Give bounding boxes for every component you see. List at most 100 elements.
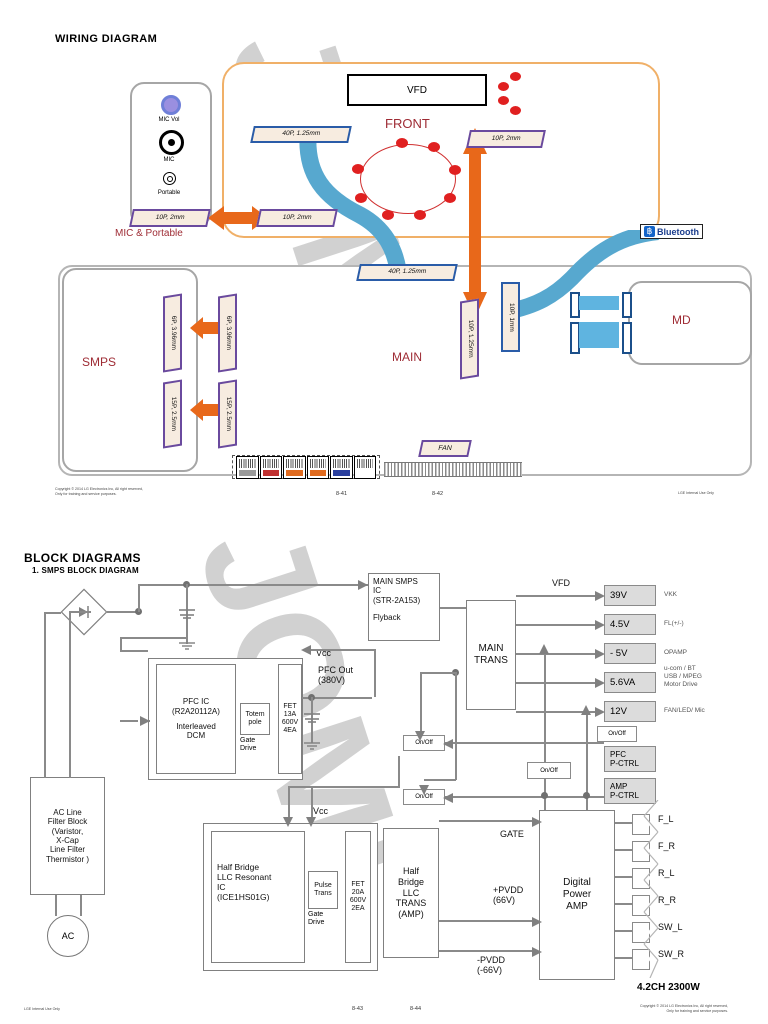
rail-voltage-1: 4.5V bbox=[604, 614, 656, 635]
rail-voltage-4: 12V bbox=[604, 701, 656, 722]
rail-wire-4 bbox=[516, 711, 598, 713]
ribbon-cable bbox=[384, 462, 522, 477]
block-internal-note: LGE Internal Use Only bbox=[24, 1007, 60, 1011]
md-label: MD bbox=[672, 313, 691, 327]
amp-l2: Power bbox=[562, 889, 592, 901]
relay-1 bbox=[236, 455, 259, 479]
pfc-pctrl-l1: PFC bbox=[610, 750, 626, 759]
llc-ic-l1: Half Bridge bbox=[217, 862, 260, 872]
connector-smps-6p-right[interactable]: 6P, 3.96mm bbox=[218, 293, 237, 373]
rail-arrow-1 bbox=[591, 618, 605, 630]
ac-line-l4: X-Cap bbox=[56, 836, 79, 845]
gnd-h-1 bbox=[120, 637, 186, 639]
feedback-line-2 bbox=[586, 711, 588, 823]
ac-line-l6: Thermistor ) bbox=[45, 854, 90, 864]
arrow-front-main bbox=[462, 128, 488, 318]
pfc-gate-l1: Gate bbox=[240, 737, 256, 744]
cable-front-to-main bbox=[290, 134, 420, 272]
connector-smps-15p-left[interactable]: 15P, 2.5mm bbox=[163, 379, 182, 449]
mic-jack[interactable] bbox=[159, 130, 184, 155]
ground-1 bbox=[178, 638, 196, 650]
llc-trans-l4: TRANS bbox=[395, 898, 427, 909]
llc-vcc-wire-1 bbox=[288, 786, 290, 818]
ac-line-l1: AC Line bbox=[53, 807, 82, 817]
ac-wire-left bbox=[55, 895, 57, 916]
llc-trans-l1: Half bbox=[402, 866, 419, 877]
onoff-box-4: On/Off bbox=[527, 762, 571, 779]
main-smps-l3: (STR-2A153) bbox=[373, 595, 421, 605]
relay-5 bbox=[330, 455, 353, 479]
pfc-fet-box: FET 13A 600V 4EA bbox=[278, 664, 302, 774]
ac-line-filter-block: AC Line Filter Block (Varistor, X-Cap Li… bbox=[30, 777, 105, 895]
pvdd-pos-wire bbox=[439, 920, 533, 922]
llc-vcc-label: Vcc bbox=[313, 806, 329, 816]
bridge-in-left-v2 bbox=[69, 612, 71, 778]
dc-bus-h bbox=[107, 611, 139, 613]
relay-4 bbox=[306, 455, 329, 479]
smpsic-to-trans bbox=[440, 607, 466, 609]
speaker-label-5: SW_R bbox=[658, 949, 685, 959]
gnd-h-2 bbox=[120, 650, 148, 652]
block-copyright-line1: Copyright © 2014 LG Electronics Inc, All… bbox=[640, 1004, 728, 1008]
amp-pctrl-box: AMP P-CTRL bbox=[604, 778, 656, 804]
connector-main-40p[interactable]: 40P, 1.25mm bbox=[356, 264, 458, 281]
bridge-in-left-v bbox=[44, 612, 46, 778]
pfc-ic-box: PFC IC (R2A20112A) Interleaved DCM bbox=[156, 664, 236, 774]
llc-pulse-trans: Pulse Trans bbox=[308, 871, 338, 909]
speaker-label-3: R_R bbox=[658, 895, 677, 905]
pfc-fet-l4: 4EA bbox=[283, 727, 297, 735]
onoff-feed-1 bbox=[420, 672, 422, 736]
wiring-diagram-title: WIRING DIAGRAM bbox=[55, 33, 158, 45]
main-trans-box: MAIN TRANS bbox=[466, 600, 516, 710]
block-diagrams-title: BLOCK DIAGRAMS bbox=[24, 551, 141, 565]
pfc-ctrl-arrow bbox=[443, 737, 457, 749]
smps-block-diagram-subtitle: 1. SMPS BLOCK DIAGRAM bbox=[32, 566, 139, 575]
pfc-ic-l1: PFC IC bbox=[182, 697, 210, 707]
wiring-page-left: 8-41 bbox=[336, 491, 348, 497]
arrow-mic-front bbox=[208, 205, 268, 231]
main-trans-l2: TRANS bbox=[474, 655, 508, 666]
gnd-v-1 bbox=[120, 637, 122, 651]
connector-fan[interactable]: FAN bbox=[418, 440, 472, 457]
connector-main-10p-1mm[interactable]: 10P, 1mm bbox=[501, 282, 520, 352]
pvdd-pos-arrow bbox=[528, 915, 542, 927]
llc-gate-l1: Gate bbox=[308, 911, 324, 918]
connector-front-40p[interactable]: 40P, 1.25mm bbox=[250, 126, 352, 143]
pfc-gate-l2: Drive bbox=[240, 745, 257, 753]
connector-smps-6p-left[interactable]: 6P, 3.96mm bbox=[163, 293, 182, 373]
amp-l1: Digital bbox=[563, 877, 591, 889]
speaker-5 bbox=[632, 947, 682, 971]
led-cluster-right bbox=[488, 70, 528, 118]
portable-jack[interactable] bbox=[163, 172, 176, 185]
rail-arrow-0 bbox=[591, 589, 605, 601]
connector-smps-15p-right[interactable]: 15P, 2.5mm bbox=[218, 379, 237, 449]
main-trans-l1: MAIN bbox=[478, 643, 504, 655]
pfc-out-l2: (380V) bbox=[318, 675, 346, 685]
rail-desc-3-l1: u-com / BT bbox=[664, 665, 696, 672]
llc-gate-l2: Drive bbox=[308, 919, 325, 927]
connector-front-10p[interactable]: 10P, 2mm bbox=[466, 130, 546, 148]
connector-mic-10p-left[interactable]: 10P, 2mm bbox=[129, 209, 211, 227]
llc-fet-l1: FET bbox=[351, 880, 365, 888]
connector-main-10p-125[interactable]: 10P, 1.25mm bbox=[460, 298, 479, 380]
bluetooth-icon: ฿ bbox=[644, 226, 655, 237]
pfc-out-label: PFC Out (380V) bbox=[318, 665, 353, 685]
llc-fet-l4: 2EA bbox=[351, 905, 365, 913]
rail-voltage-3: 5.6VA bbox=[604, 672, 656, 693]
ground-2 bbox=[303, 738, 321, 750]
llc-ic-l4: (ICE1HS01G) bbox=[217, 892, 270, 903]
mic-vol-knob[interactable] bbox=[161, 95, 181, 115]
rail-voltage-2: - 5V bbox=[604, 643, 656, 664]
rail-voltage-0: 39V bbox=[604, 585, 656, 606]
connector-mic-10p-right[interactable]: 10P, 2mm bbox=[256, 209, 338, 227]
vcc-wire-v bbox=[374, 649, 376, 697]
pfc-totem-pole: Totem pole bbox=[240, 703, 270, 735]
pfc-fet-l3: 600V bbox=[281, 719, 299, 726]
amp-pctrl-l2: P-CTRL bbox=[610, 791, 639, 800]
speaker-wire-5 bbox=[615, 957, 633, 959]
block-page-left: 8-43 bbox=[352, 1006, 364, 1012]
block-copyright-line2: Only for training and service purposes. bbox=[666, 1008, 728, 1013]
vfd-rail-label: VFD bbox=[552, 578, 570, 588]
speaker-4 bbox=[632, 920, 682, 944]
pvdd-neg-l2: (-66V) bbox=[477, 965, 503, 975]
